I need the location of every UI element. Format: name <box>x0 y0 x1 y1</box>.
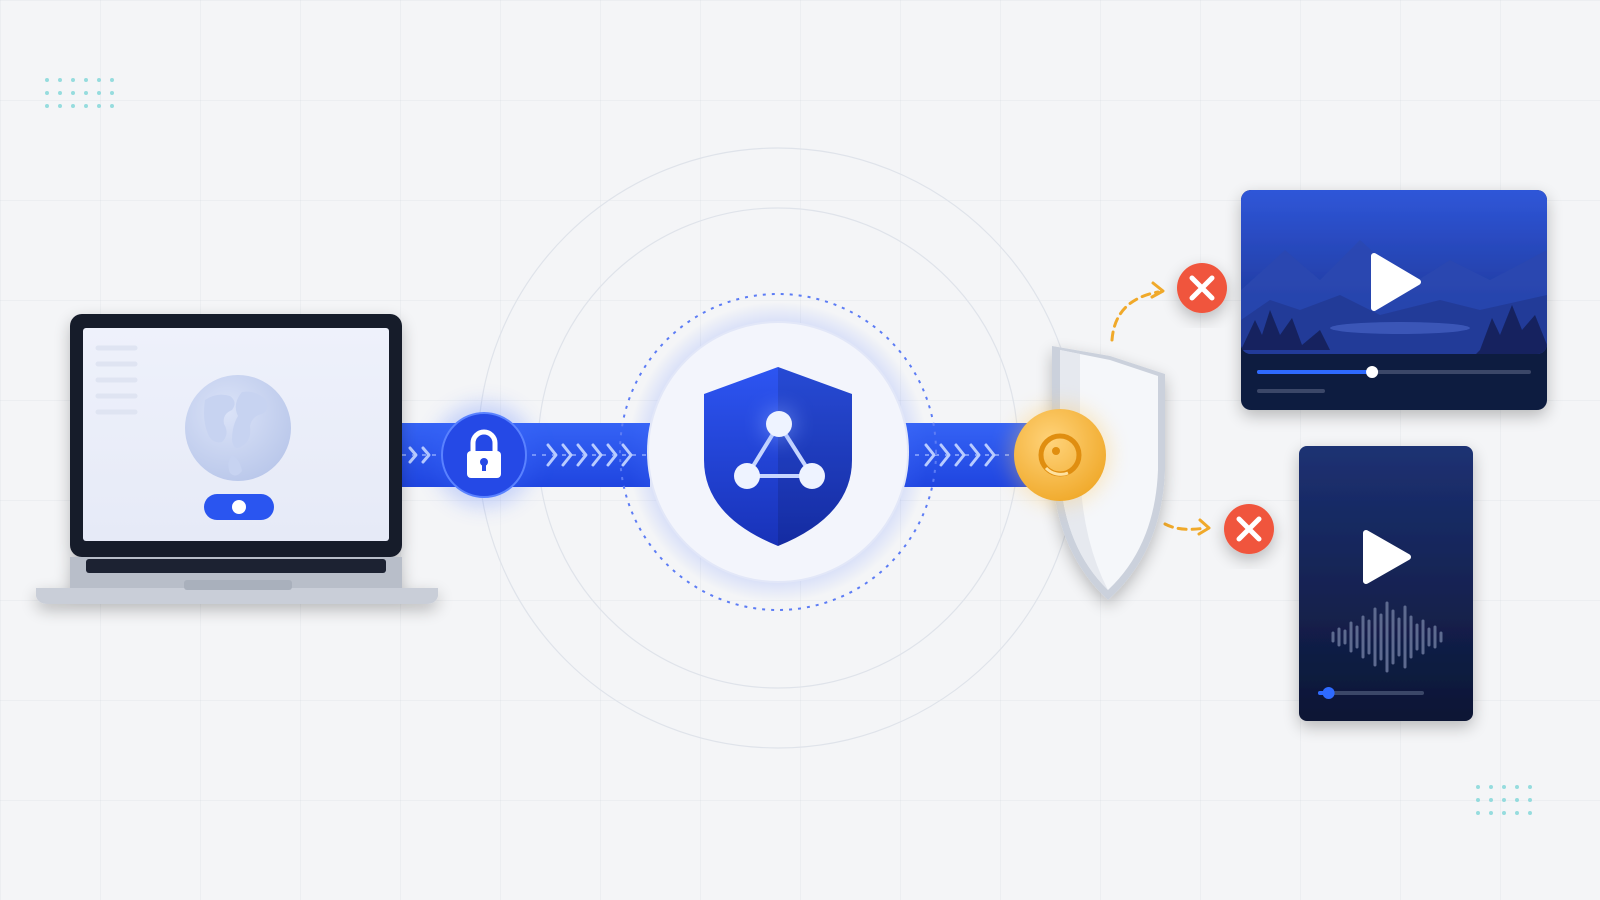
decorative-dot <box>84 91 88 95</box>
decorative-dot <box>1476 798 1480 802</box>
decorative-dot <box>1476 785 1480 789</box>
globe-icon <box>185 375 291 481</box>
laptop-keyboard <box>86 559 386 573</box>
decorative-dot <box>71 78 75 82</box>
decorative-dot <box>1528 798 1532 802</box>
decorative-dot <box>97 104 101 108</box>
decorative-dot <box>45 104 49 108</box>
decorative-dot <box>1476 811 1480 815</box>
decorative-dot <box>84 104 88 108</box>
decorative-dot <box>1502 798 1506 802</box>
audio-waveform <box>1331 601 1443 673</box>
video-progress-knob[interactable] <box>1366 366 1379 378</box>
decorative-dot <box>71 91 75 95</box>
decorative-dot <box>1489 785 1493 789</box>
decorative-dot <box>71 104 75 108</box>
video-player-icon <box>1241 190 1547 410</box>
laptop-trackpad <box>184 580 292 590</box>
blocked-x-icon-audio <box>1224 504 1274 554</box>
audio-progress-track[interactable] <box>1318 691 1424 695</box>
decorative-dot <box>58 91 62 95</box>
video-progress-fill <box>1257 370 1373 374</box>
audio-progress-knob[interactable] <box>1322 687 1335 699</box>
decorative-dots-top-left <box>45 78 114 108</box>
video-caption-line <box>1257 389 1325 393</box>
blue-shield <box>704 367 852 546</box>
play-icon[interactable] <box>1363 530 1411 584</box>
laptop-with-globe-icon <box>36 314 438 604</box>
blocked-x-icon-video <box>1177 263 1227 313</box>
decorative-dot <box>97 78 101 82</box>
decorative-dot <box>58 78 62 82</box>
decorative-dot <box>1515 798 1519 802</box>
audio-player-icon <box>1299 446 1473 721</box>
chevrons-left <box>408 443 633 467</box>
arrowheads <box>1150 281 1211 536</box>
decorative-dot <box>110 104 114 108</box>
play-icon[interactable] <box>1371 253 1421 311</box>
decorative-dot <box>1502 811 1506 815</box>
decorative-dot <box>1528 811 1532 815</box>
laptop-base <box>36 588 438 604</box>
network-shield-icon <box>619 293 937 611</box>
decorative-dot <box>1515 785 1519 789</box>
screen-text-lines <box>95 345 138 415</box>
decorative-dot <box>1515 811 1519 815</box>
decorative-dot <box>45 78 49 82</box>
decorative-dot <box>97 91 101 95</box>
video-landscape <box>1241 190 1547 354</box>
decorative-dot <box>1528 785 1532 789</box>
decorative-dot <box>45 91 49 95</box>
gold-coin-scanner-icon <box>1010 405 1110 505</box>
decorative-dot <box>1489 798 1493 802</box>
decorative-dot <box>110 78 114 82</box>
chevrons-right <box>924 443 996 467</box>
vpn-toggle[interactable] <box>204 494 274 520</box>
decorative-dot <box>1489 811 1493 815</box>
decorative-dots-bottom-right <box>1476 785 1532 815</box>
padlock-icon <box>432 403 536 507</box>
network-triangle-icon <box>734 407 825 489</box>
decorative-dot <box>110 91 114 95</box>
decorative-dot <box>1502 785 1506 789</box>
decorative-dot <box>58 104 62 108</box>
decorative-dot <box>84 78 88 82</box>
